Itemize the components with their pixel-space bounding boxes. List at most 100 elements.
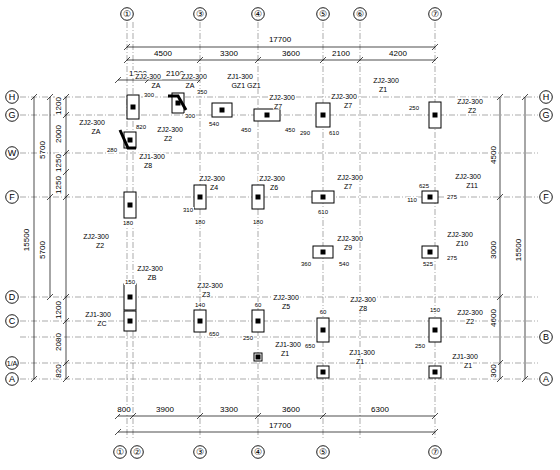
- footing: [429, 318, 441, 342]
- footing-outline: [422, 246, 438, 258]
- dimension-text: 300: [490, 363, 498, 378]
- footing-dimension: 650: [304, 343, 316, 349]
- axis-bubble: ③: [193, 445, 207, 459]
- footing-mark: ZJ2-300: [196, 282, 224, 289]
- footing: [317, 366, 329, 378]
- dimension-text: 1250: [55, 175, 63, 195]
- footing-mark: ZC: [96, 320, 107, 327]
- footing-mark: Z6: [269, 184, 279, 191]
- axis-line: [200, 22, 201, 440]
- axis-label: G: [5, 108, 19, 120]
- dimension-text: 15500: [23, 228, 31, 252]
- column-section: [265, 113, 270, 118]
- footing: [422, 246, 438, 258]
- footing-mark: ZJ2-300: [372, 77, 400, 84]
- axis-bubble: F: [539, 190, 553, 204]
- footing-mark: ZJ2-300: [272, 294, 300, 301]
- dimension-line: [127, 47, 435, 48]
- footing-dimension: 180: [194, 219, 206, 225]
- footing-mark: ZJ2-300: [454, 173, 482, 180]
- column-section: [198, 319, 203, 324]
- column-section: [131, 105, 136, 110]
- dimension-tick: [63, 294, 69, 300]
- column-section: [321, 328, 326, 333]
- footing-mark: Z8: [358, 305, 368, 312]
- column-section: [128, 295, 133, 300]
- footing-outline: [194, 185, 206, 209]
- footing-outline: [124, 192, 136, 218]
- axis-bubble: B: [539, 330, 553, 344]
- footing-dimension: 110: [406, 197, 418, 203]
- footing-dimension: 540: [338, 261, 350, 267]
- footing-mark: ZJ2-300: [446, 231, 474, 238]
- footing-outline: [317, 318, 329, 342]
- footing-dimension: 350: [196, 89, 208, 95]
- dimension-text: 3000: [490, 240, 498, 260]
- axis-label: C: [5, 314, 19, 326]
- dimension-text: 1200: [55, 96, 63, 116]
- dimension-tick: [47, 94, 53, 100]
- axis-label: ①: [120, 7, 134, 19]
- dimension-tick: [357, 57, 363, 63]
- axis-bubble: ⑦: [428, 445, 442, 459]
- footing-dimension: 250: [408, 105, 420, 111]
- axis-label: ④: [251, 445, 265, 457]
- footing-mark: Z3: [201, 291, 211, 298]
- footing-outline: [252, 185, 264, 209]
- footing-mark: ZJ2-300: [156, 126, 184, 133]
- footing: [252, 185, 264, 209]
- footing-mark: ZA: [91, 128, 102, 135]
- axis-label: ⑥: [353, 7, 367, 19]
- footing: [316, 103, 330, 127]
- column-section: [321, 113, 326, 118]
- axis-label: ⑦: [428, 7, 442, 19]
- dimension-tick: [124, 44, 130, 50]
- axis-bubble: F: [5, 190, 19, 204]
- dimension-text: 3900: [155, 406, 175, 414]
- dimension-text: 6300: [370, 406, 390, 414]
- footing-mark: ZJ2-300: [134, 73, 162, 80]
- dimension-tick: [497, 194, 503, 200]
- footing-mark: ZA: [151, 82, 162, 89]
- axis-label: ⑤: [316, 445, 330, 457]
- footing-outline: [429, 366, 441, 378]
- axis-label: ①: [113, 445, 127, 457]
- dimension-text: 3300: [219, 50, 239, 58]
- footing-dimension: 360: [300, 261, 312, 267]
- footing-mark: Z11: [465, 182, 479, 189]
- dimension-text: 17700: [268, 36, 292, 44]
- dimension-tick: [432, 44, 438, 50]
- footing-outline: [317, 366, 329, 378]
- dimension-tick: [63, 318, 69, 324]
- footing-dimension: 450: [240, 127, 252, 133]
- footing-mark: ZJ2-300: [78, 119, 106, 126]
- axis-label: ④: [251, 7, 265, 19]
- footing: [124, 284, 136, 310]
- dimension-tick: [63, 150, 69, 156]
- footing-mark: ZJ2-300: [258, 175, 286, 182]
- footing-dimension: 820: [135, 124, 147, 130]
- footing-mark: ZJ2-300: [349, 296, 377, 303]
- dimension-tick: [522, 94, 528, 100]
- dimension-tick: [63, 112, 69, 118]
- axis-label: A: [539, 372, 553, 384]
- footing-dimension: 60: [254, 302, 263, 308]
- footing: [254, 353, 262, 361]
- dimension-tick: [63, 169, 69, 175]
- axis-label: ⑤: [316, 7, 330, 19]
- footing-dimension: 150: [429, 307, 441, 313]
- dimension-tick: [197, 57, 203, 63]
- dimension-text: 3600: [281, 406, 301, 414]
- footing: [252, 310, 264, 332]
- axis-label: H: [5, 90, 19, 102]
- footing: [124, 311, 136, 331]
- footing-outline: [422, 191, 438, 203]
- dimension-text: 4600: [490, 308, 498, 328]
- dimension-line: [34, 97, 35, 379]
- column-section: [321, 195, 326, 200]
- dimension-tick: [31, 376, 37, 382]
- dimension-tick: [47, 194, 53, 200]
- dimension-text: 2100: [331, 50, 351, 58]
- footing-mark: Z1: [280, 350, 290, 357]
- axis-line: [20, 337, 538, 338]
